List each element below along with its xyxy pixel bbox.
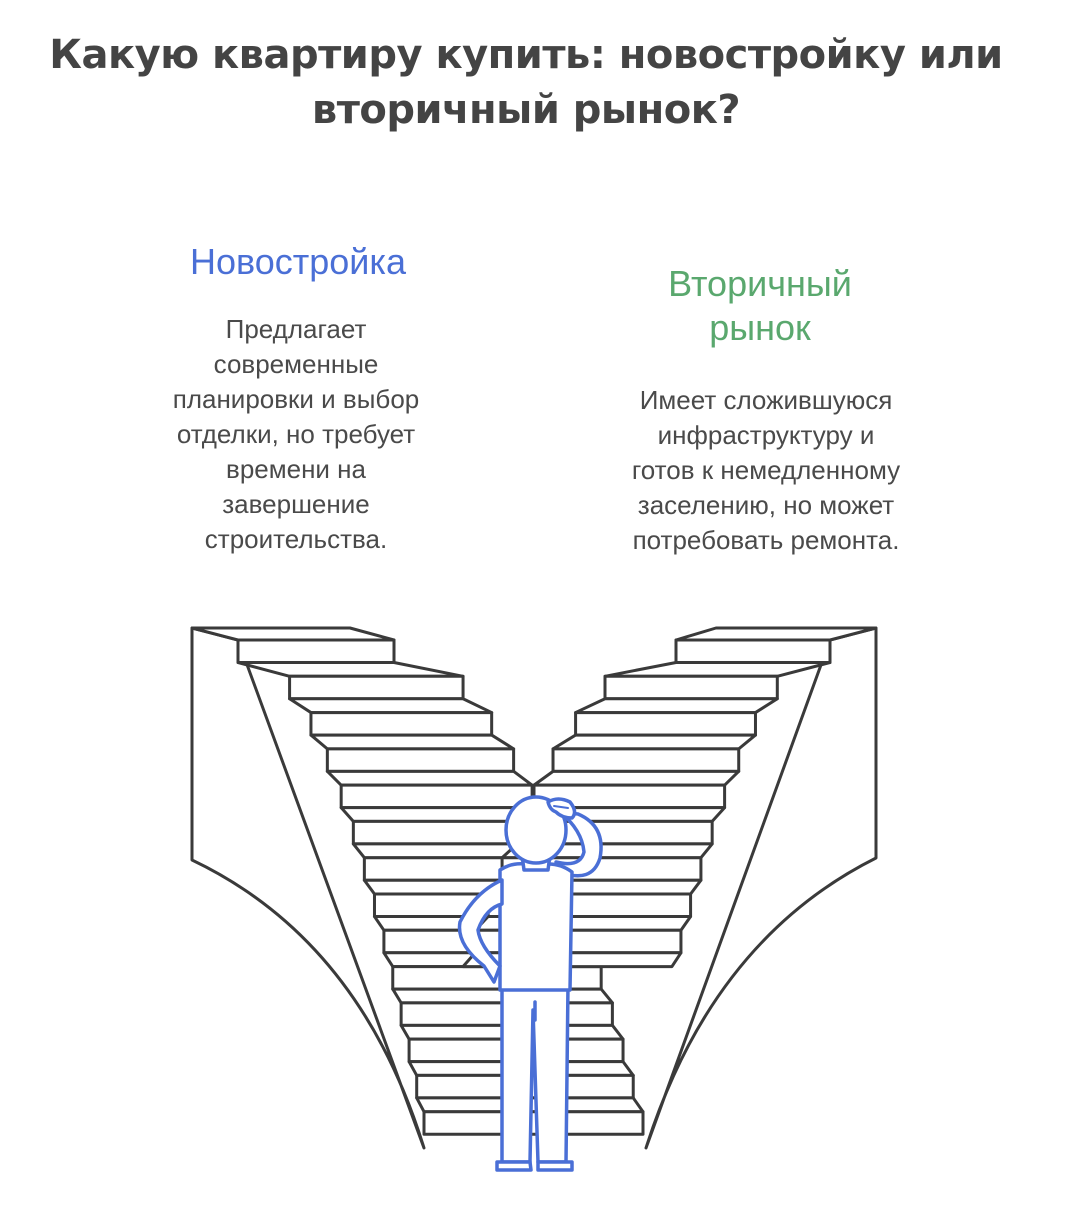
- right-staircase-wall: [644, 626, 878, 1150]
- new-build-desc-line: отделки, но требует: [176, 419, 416, 449]
- thinking-person-icon: [457, 795, 603, 1172]
- right-step-riser: [603, 674, 779, 701]
- right-step-tread: [603, 660, 832, 678]
- right-step-tread: [574, 697, 779, 715]
- secondary-desc-line: готов к немедленному: [631, 455, 901, 485]
- new-build-desc-line: современные: [213, 349, 379, 379]
- new-build-desc-line: времени на: [226, 454, 366, 484]
- left-step-tread: [325, 769, 534, 787]
- left-step-tread: [309, 733, 516, 751]
- secondary-desc-line: Имеет сложившуюся: [639, 385, 893, 415]
- new-build-desc-line: завершение: [222, 489, 370, 519]
- new-build-desc-line: строительства.: [204, 524, 388, 554]
- left-step-riser: [309, 711, 494, 737]
- new-build-desc-line: Предлагает: [225, 314, 367, 344]
- secondary-heading-line: Вторичный: [668, 263, 852, 304]
- secondary-description: Имеет сложившуюся инфраструктуру и готов…: [596, 383, 936, 558]
- left-step-riser: [325, 747, 516, 773]
- title-line-1: Какую квартиру купить: новостройку или: [49, 32, 1003, 78]
- person-torso: [498, 862, 574, 992]
- left-step-riser: [422, 1110, 645, 1136]
- right-step-riser: [574, 711, 757, 737]
- new-build-heading: Новостройка: [138, 240, 458, 284]
- left-staircase-wall: [190, 626, 426, 1150]
- secondary-heading: Вторичный рынок: [600, 262, 920, 350]
- title-line-2: вторичный рынок?: [311, 87, 741, 133]
- new-build-description: Предлагает современные планировки и выбо…: [136, 312, 456, 557]
- page-title: Какую квартиру купить: новостройку или в…: [0, 28, 1052, 138]
- person-left-foot: [495, 1160, 533, 1172]
- right-step-tread: [551, 733, 757, 751]
- right-step-tread: [532, 769, 741, 787]
- person-right-foot: [536, 1160, 574, 1172]
- person-hip-arm: [457, 878, 504, 984]
- right-step-riser: [674, 638, 832, 664]
- secondary-desc-line: потребовать ремонта.: [632, 525, 900, 555]
- secondary-heading-line: рынок: [709, 307, 811, 348]
- secondary-desc-line: инфраструктуру и: [657, 420, 875, 450]
- left-step-tread: [236, 660, 465, 678]
- secondary-desc-line: заселению, но может: [637, 490, 895, 520]
- left-step-tread: [288, 697, 494, 715]
- left-step-riser: [339, 783, 534, 810]
- person-head: [504, 795, 568, 865]
- new-build-heading-text: Новостройка: [190, 241, 406, 282]
- new-build-desc-line: планировки и выбор: [172, 384, 420, 414]
- person-hand: [546, 797, 577, 820]
- left-step-riser: [236, 638, 396, 664]
- right-step-riser: [551, 747, 741, 773]
- left-step-riser: [288, 674, 465, 701]
